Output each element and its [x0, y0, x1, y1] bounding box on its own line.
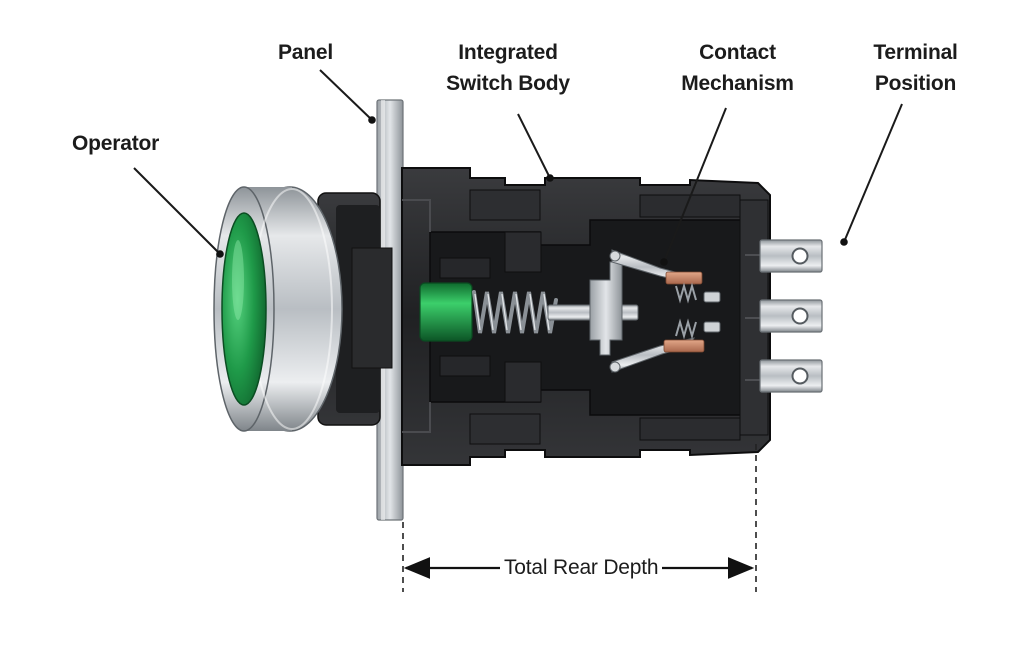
leader-operator	[133, 167, 221, 255]
label-terminal-line2: Position	[874, 72, 957, 95]
label-contact-line1: Contact	[699, 41, 776, 64]
terminal-top	[759, 239, 823, 273]
operator-button-cap	[221, 212, 267, 406]
label-panel-text: Panel	[278, 41, 334, 64]
leader-switch-body	[517, 113, 551, 179]
leader-contact	[663, 107, 727, 263]
label-integrated-switch-body: Integrated Switch Body	[433, 37, 583, 99]
leader-dots	[216, 116, 848, 266]
label-switch-body-line1: Integrated	[458, 41, 558, 64]
leader-terminal	[843, 103, 903, 243]
spring-highlights	[474, 293, 550, 331]
label-operator-text: Operator	[72, 132, 160, 155]
contact-mechanism	[589, 249, 721, 373]
leader-lines	[133, 69, 903, 263]
label-total-rear-depth: Total Rear Depth	[500, 552, 663, 583]
label-contact-line2: Mechanism	[681, 72, 794, 95]
leader-panel	[319, 69, 373, 121]
label-terminal-position: Terminal Position	[858, 37, 973, 99]
label-switch-body-line2: Switch Body	[446, 72, 570, 95]
label-total-rear-depth-text: Total Rear Depth	[504, 556, 659, 579]
terminals	[759, 239, 823, 393]
label-panel: Panel	[278, 37, 333, 68]
label-contact-mechanism: Contact Mechanism	[665, 37, 810, 99]
label-operator: Operator	[72, 128, 159, 159]
return-spring	[472, 290, 558, 334]
plunger-rod	[419, 282, 473, 342]
terminal-bottom	[759, 359, 823, 393]
terminal-middle	[759, 299, 823, 333]
label-terminal-line1: Terminal	[873, 41, 958, 64]
